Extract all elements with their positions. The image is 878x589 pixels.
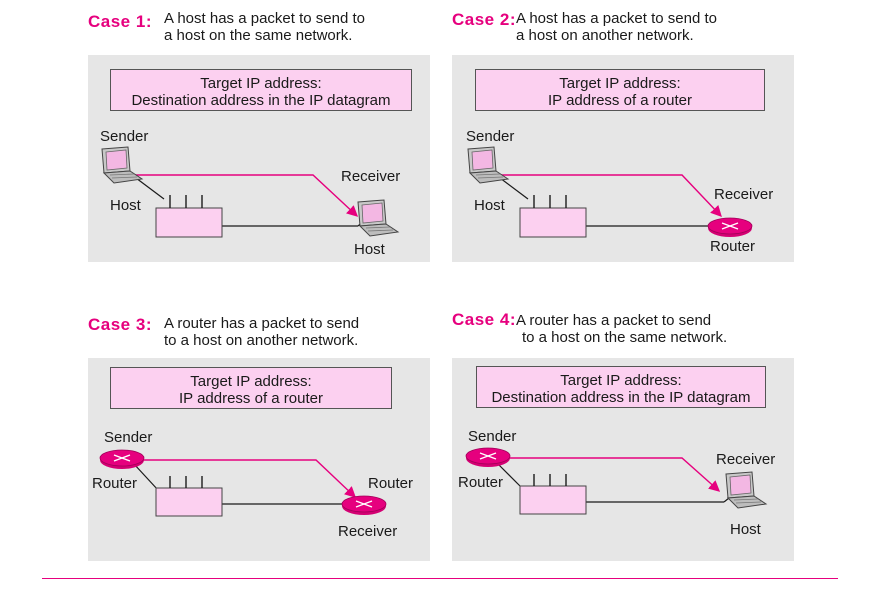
case-1-sender-device: Host [110, 197, 141, 214]
case-1-desc-line1: A host has a packet to send to [164, 10, 365, 27]
case-3-network-diagram [99, 449, 387, 517]
laptop-icon [725, 471, 767, 509]
laptop-icon [101, 146, 143, 184]
case-2-label: Case 2: [452, 10, 516, 29]
case-3-description: A router has a packet to send to a host … [164, 315, 359, 349]
case-3-target-line2: IP address of a router [179, 390, 323, 407]
case-3-target-line1: Target IP address: [190, 373, 312, 390]
case-1-panel: Target IP address: Destination address i… [88, 55, 430, 262]
case-1-target-line2: Destination address in the IP datagram [131, 92, 391, 109]
case-3-target-box: Target IP address: IP address of a route… [110, 367, 392, 409]
laptop-icon [467, 146, 509, 184]
case-4-arrow [502, 457, 721, 492]
case-4-sender-device: Router [458, 474, 504, 491]
case-3-sender-device: Router [92, 475, 138, 492]
case-3-panel: Target IP address: IP address of a route… [88, 358, 430, 561]
case-4-receiver-label: Receiver [716, 451, 776, 468]
case-2-receiver-label: Receiver [714, 186, 774, 203]
case-4-target-line1: Target IP address: [560, 372, 682, 389]
case-1-network-diagram [101, 146, 399, 238]
case-4-target-line2: Destination address in the IP datagram [491, 389, 751, 406]
router-icon [99, 449, 145, 470]
case-2-desc-line1: A host has a packet to send to [516, 10, 717, 27]
case-4-network-diagram [465, 447, 767, 515]
router-icon [341, 495, 387, 516]
case-2-target-box: Target IP address: IP address of a route… [475, 69, 765, 111]
case-1-receiver-device: Host [354, 241, 385, 258]
case-4-panel: Target IP address: Destination address i… [452, 358, 794, 561]
case-2: Case 2: A host has a packet to send to a… [452, 10, 794, 262]
case-3-label: Case 3: [88, 315, 152, 334]
case-4-network-box [519, 485, 587, 515]
case-4-label: Case 4: [452, 310, 516, 329]
laptop-icon [357, 199, 399, 237]
case-1-description: A host has a packet to send to a host on… [164, 10, 365, 44]
case-4-desc-line2: to a host on the same network. [522, 329, 728, 346]
case-2-description: A host has a packet to send to a host on… [516, 10, 717, 44]
case-2-network-diagram [467, 146, 753, 238]
case-4-description: A router has a packet to send to a host … [516, 312, 727, 346]
case-1: Case 1: A host has a packet to send to a… [88, 10, 430, 262]
case-3-desc-line1: A router has a packet to send [164, 315, 360, 332]
case-4-receiver-device: Host [730, 521, 761, 538]
case-2-desc-line2: a host on another network. [516, 27, 694, 44]
bottom-divider [42, 578, 838, 579]
case-3-network-box [155, 487, 223, 517]
case-2-target-line1: Target IP address: [559, 75, 681, 92]
case-3-receiver-label: Receiver [338, 523, 398, 540]
case-1-target-line1: Target IP address: [200, 75, 322, 92]
case-1-network-box [155, 207, 223, 238]
router-icon [465, 447, 511, 468]
case-3: Case 3: A router has a packet to send to… [88, 313, 430, 563]
router-icon [707, 217, 753, 238]
case-4-desc-line1: A router has a packet to send [516, 312, 712, 329]
case-2-network-box [519, 207, 587, 238]
case-2-target-line2: IP address of a router [548, 92, 692, 109]
case-1-target-box: Target IP address: Destination address i… [110, 69, 412, 111]
case-2-panel: Target IP address: IP address of a route… [452, 55, 794, 262]
case-1-receiver-label: Receiver [341, 168, 401, 185]
case-3-arrow [138, 459, 357, 498]
case-4: Case 4: A router has a packet to send to… [452, 310, 794, 563]
case-1-label: Case 1: [88, 12, 152, 31]
case-4-sender-label: Sender [468, 428, 517, 445]
case-1-desc-line2: a host on the same network. [164, 27, 353, 44]
case-3-sender-label: Sender [104, 429, 153, 446]
case-2-receiver-device: Router [710, 238, 756, 255]
case-2-sender-device: Host [474, 197, 505, 214]
case-2-sender-label: Sender [466, 128, 515, 145]
case-3-receiver-device: Router [368, 475, 414, 492]
case-3-desc-line2: to a host on another network. [164, 332, 359, 349]
case-1-sender-label: Sender [100, 128, 149, 145]
case-4-target-box: Target IP address: Destination address i… [476, 366, 766, 408]
case-1-arrow [134, 174, 359, 217]
case-2-arrow [498, 174, 722, 218]
